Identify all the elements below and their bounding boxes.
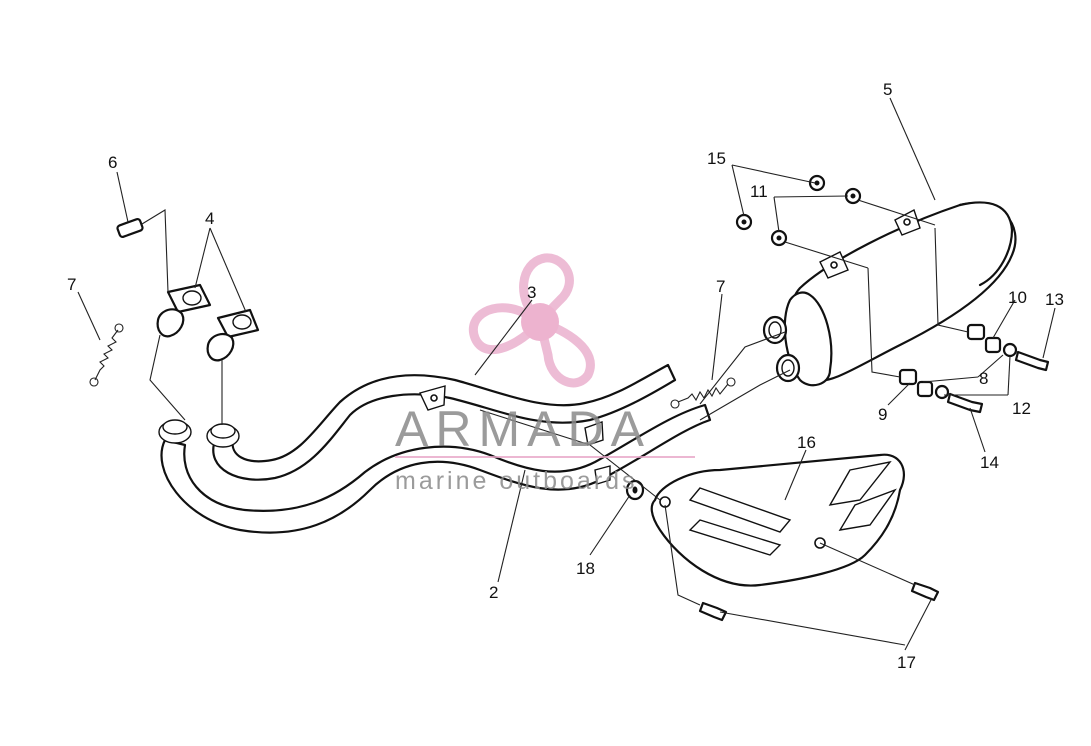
callout-3: 3 — [527, 283, 536, 302]
callout-18: 18 — [576, 559, 595, 578]
watermark-tagline: marine outboards — [395, 467, 638, 495]
spacer-9 — [898, 368, 918, 386]
watermark-brand: ARMADA — [395, 401, 651, 457]
callout-14: 14 — [980, 453, 999, 472]
washer-12-a — [1002, 342, 1018, 358]
pipe-sleeve-right — [206, 423, 240, 448]
callout-2: 2 — [489, 583, 498, 602]
callout-9: 9 — [878, 405, 887, 424]
callout-8: 8 — [979, 369, 988, 388]
callout-7-left: 7 — [67, 275, 76, 294]
bolt-13 — [1014, 350, 1050, 372]
callout-4: 4 — [205, 209, 214, 228]
manifold-flange-left — [156, 283, 212, 338]
callout-12: 12 — [1012, 399, 1031, 418]
screw-17-right — [910, 581, 940, 602]
bolt-6 — [116, 218, 144, 238]
callout-13: 13 — [1045, 290, 1064, 309]
pipe-bracket — [419, 385, 611, 485]
bushing-8 — [916, 380, 934, 398]
callout-10: 10 — [1008, 288, 1027, 307]
bolt-14 — [946, 392, 984, 414]
bushing-10 — [984, 336, 1002, 354]
callout-15: 15 — [707, 149, 726, 168]
washer-12-b — [934, 384, 950, 400]
screw-17-left — [698, 601, 728, 622]
spring-right — [670, 377, 736, 409]
callout-6: 6 — [108, 153, 117, 172]
heat-shield — [650, 453, 906, 587]
spring-left — [89, 323, 124, 387]
callout-11: 11 — [750, 182, 768, 201]
callout-16: 16 — [797, 433, 816, 452]
pipe-sleeve-left — [158, 419, 192, 444]
propeller-logo-icon — [468, 253, 595, 388]
muffler — [762, 201, 1017, 387]
nut-15-a — [808, 174, 826, 192]
leader-lines — [77, 97, 1056, 651]
nut-11-a — [844, 187, 862, 205]
manifold-flange-right — [206, 308, 260, 362]
callout-5: 5 — [883, 80, 892, 99]
callout-17: 17 — [897, 653, 916, 672]
spacer-10 — [966, 323, 986, 341]
nut-15-b — [735, 213, 753, 231]
nut-11-b — [770, 229, 788, 247]
callout-7-right: 7 — [716, 277, 725, 296]
